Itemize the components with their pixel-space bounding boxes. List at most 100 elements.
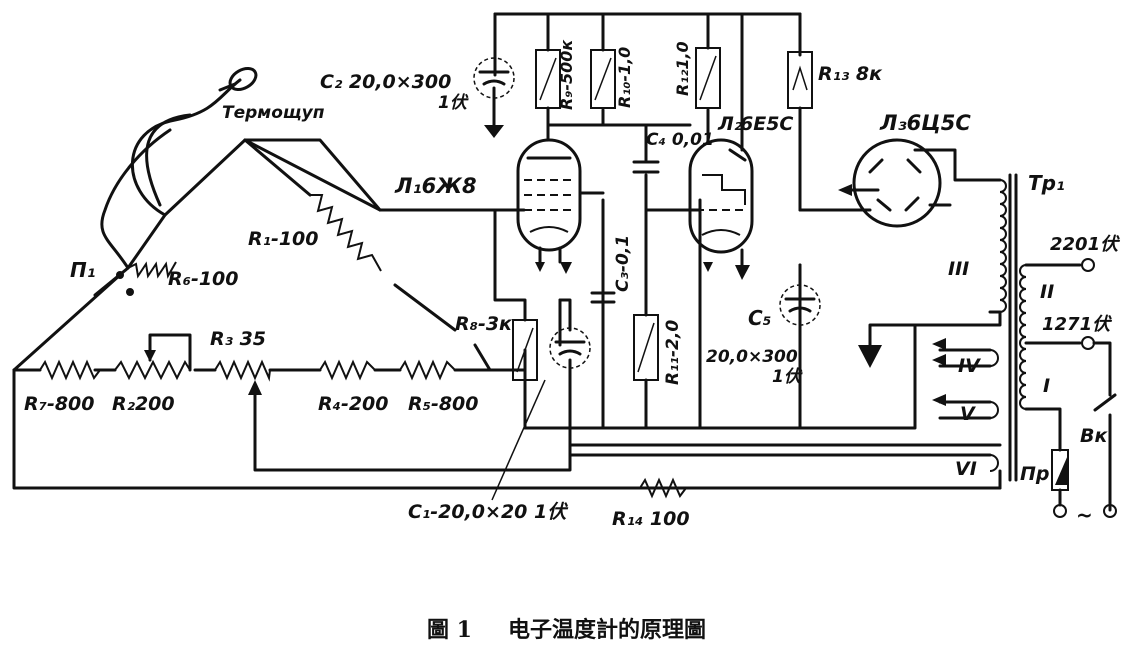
pot-arrow bbox=[248, 380, 262, 395]
resistor-r10 bbox=[590, 49, 616, 109]
wire bbox=[193, 343, 492, 372]
label-c1: C₁-20,0×20 1伏 bbox=[408, 501, 569, 523]
resistor-r11 bbox=[633, 314, 659, 381]
figure-caption: 圖 1 电子温度計的原理圖 bbox=[0, 612, 1133, 646]
wire bbox=[148, 333, 192, 372]
winding-i-ii bbox=[1019, 264, 1027, 410]
label-c3: C₃-0,1 bbox=[613, 235, 633, 292]
wire bbox=[1024, 263, 1082, 452]
label-r4: R₄-200 bbox=[318, 393, 389, 415]
tube-l2 bbox=[688, 138, 754, 254]
capacitor-c3 bbox=[590, 291, 616, 304]
resistor-r8-mark bbox=[516, 327, 534, 373]
label-r11: R₁₁-2,0 bbox=[663, 320, 683, 385]
label-r3: R₃ 35 bbox=[210, 328, 266, 350]
wire bbox=[538, 246, 562, 264]
resistor-r14 bbox=[639, 477, 687, 499]
label-r14: R₁₄ 100 bbox=[612, 508, 690, 530]
thermoprobe-tip bbox=[218, 82, 237, 92]
label-c5-value: 20,0×300 bbox=[706, 347, 798, 367]
resistor-r11-mark bbox=[637, 322, 655, 373]
resistor-r1 bbox=[310, 194, 382, 272]
tube-l1-grids bbox=[524, 179, 576, 211]
resistor-r12-mark bbox=[699, 55, 717, 101]
resistor-r2 bbox=[114, 359, 191, 381]
arrow-icon bbox=[932, 338, 946, 406]
label-winding-iii: III bbox=[948, 258, 969, 280]
switch-p1-contact bbox=[126, 288, 134, 296]
resistor-r7 bbox=[39, 359, 101, 381]
resistor-r8 bbox=[512, 319, 538, 381]
label-switch-p1: П₁ bbox=[70, 258, 96, 282]
capacitor-c1 bbox=[554, 340, 586, 356]
thermoprobe-lead bbox=[145, 113, 192, 207]
label-r1: R₁-100 bbox=[248, 228, 319, 250]
label-r6: R₆-100 bbox=[168, 268, 239, 290]
wire bbox=[938, 400, 992, 420]
arrow-icon bbox=[535, 262, 545, 272]
label-tube-l3: Л₃6Ц5С bbox=[879, 111, 971, 135]
arrow-icon bbox=[838, 184, 852, 196]
resistor-r5 bbox=[399, 359, 456, 381]
label-switch-bk: Вк bbox=[1080, 425, 1108, 447]
label-r13: R₁₃ 8к bbox=[818, 63, 883, 85]
label-transformer: Tp₁ bbox=[1028, 171, 1065, 195]
tube-l3 bbox=[852, 138, 942, 228]
ground-icon bbox=[484, 125, 504, 138]
resistor-r6 bbox=[127, 261, 177, 279]
label-tube-l2-type: 6Е5С bbox=[740, 113, 793, 135]
switch-bk bbox=[1092, 341, 1117, 512]
label-winding-ii: II bbox=[1040, 281, 1054, 303]
label-127v: 1271伏 bbox=[1042, 314, 1112, 335]
label-r2: R₂200 bbox=[112, 393, 175, 415]
bottom-rail bbox=[12, 368, 1002, 490]
label-winding-v: V bbox=[960, 403, 976, 425]
label-winding-i: I bbox=[1043, 375, 1050, 397]
wire bbox=[243, 138, 382, 212]
label-tube-l1: Л₁6Ж8 bbox=[394, 174, 477, 198]
resistor-r9 bbox=[535, 49, 561, 109]
ground-icon bbox=[858, 345, 882, 368]
transformer-core bbox=[1008, 173, 1018, 482]
label-c4: C₄ 0,01 bbox=[646, 130, 714, 150]
ground-rail bbox=[523, 323, 917, 430]
resistor-r4 bbox=[319, 359, 376, 381]
resistor-r13-mark bbox=[792, 65, 808, 91]
resistor-r3 bbox=[214, 359, 271, 382]
label-r10: R₁₀-1,0 bbox=[615, 47, 634, 108]
label-r12: R₁₂1,0 bbox=[673, 41, 692, 96]
resistor-r12 bbox=[695, 47, 721, 109]
arrow-icon bbox=[703, 262, 713, 272]
label-r5: R₅-800 bbox=[408, 393, 479, 415]
terminal-220 bbox=[1081, 258, 1095, 272]
tube-l2-electrodes bbox=[702, 174, 746, 205]
wire bbox=[558, 298, 572, 432]
label-220v: 2201伏 bbox=[1050, 234, 1120, 255]
wire bbox=[493, 208, 527, 322]
resistor-r10-mark bbox=[594, 57, 612, 101]
tube-l1-cathode bbox=[529, 226, 569, 233]
label-c2: C₂ 20,0×300 bbox=[320, 71, 451, 93]
leader-c1 bbox=[491, 379, 546, 501]
thermoprobe-lead bbox=[100, 128, 172, 270]
schematic-diagram: Термощуп П₁ R₆-100 R₁-100 R₃ 35 R₇-800 R… bbox=[12, 12, 1120, 530]
ac-terminal bbox=[1103, 504, 1117, 518]
ground-icon bbox=[735, 265, 750, 280]
wire bbox=[126, 138, 497, 270]
ground-icon bbox=[560, 262, 572, 274]
winding-v bbox=[989, 401, 999, 419]
label-r8: R₈-3к bbox=[455, 313, 513, 335]
ac-terminal bbox=[1053, 504, 1067, 518]
label-fuse: Пр bbox=[1020, 463, 1050, 485]
capacitor-c2 bbox=[478, 70, 510, 86]
switch-p1-arm bbox=[93, 266, 130, 297]
label-ac: ~ bbox=[1076, 503, 1093, 527]
wire bbox=[568, 453, 1002, 490]
label-c2-unit: 1伏 bbox=[438, 93, 469, 113]
capacitor-c4 bbox=[632, 160, 660, 174]
label-r9: R₉-500к bbox=[557, 39, 576, 110]
pot-arrow bbox=[144, 350, 156, 362]
wire bbox=[938, 348, 992, 368]
tube-l2-cathode bbox=[701, 229, 741, 236]
caption-title: 电子温度計的原理圖 bbox=[507, 617, 706, 643]
